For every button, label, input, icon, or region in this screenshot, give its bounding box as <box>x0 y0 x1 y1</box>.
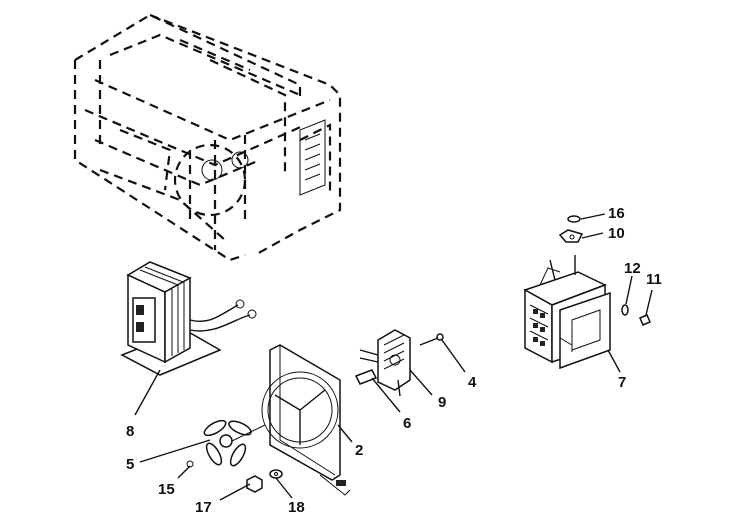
callout-5: 5 <box>126 456 134 473</box>
magnetron <box>523 255 611 370</box>
callout-8: 8 <box>126 423 134 440</box>
transformer <box>120 261 257 376</box>
magnetron-fasteners <box>558 215 651 326</box>
microwave-cavity <box>73 13 342 262</box>
callout-17: 17 <box>195 499 212 516</box>
callout-16: 16 <box>608 205 625 222</box>
callout-6: 6 <box>403 415 411 432</box>
callout-12: 12 <box>624 260 641 277</box>
leader-lines <box>134 213 653 501</box>
fan-blade <box>203 419 266 467</box>
callout-18: 18 <box>288 499 305 516</box>
callout-4: 4 <box>468 374 477 391</box>
callout-9: 9 <box>438 394 446 411</box>
callout-2: 2 <box>355 442 363 459</box>
callouts: 8 5 15 17 18 2 6 9 4 16 10 12 11 7 <box>126 205 662 516</box>
fan-shroud <box>261 344 351 496</box>
callout-10: 10 <box>608 225 625 242</box>
callout-11: 11 <box>646 271 662 288</box>
callout-7: 7 <box>618 374 626 391</box>
fan-motor <box>359 329 411 397</box>
shaft-and-screw <box>354 333 444 385</box>
callout-15: 15 <box>158 481 175 498</box>
